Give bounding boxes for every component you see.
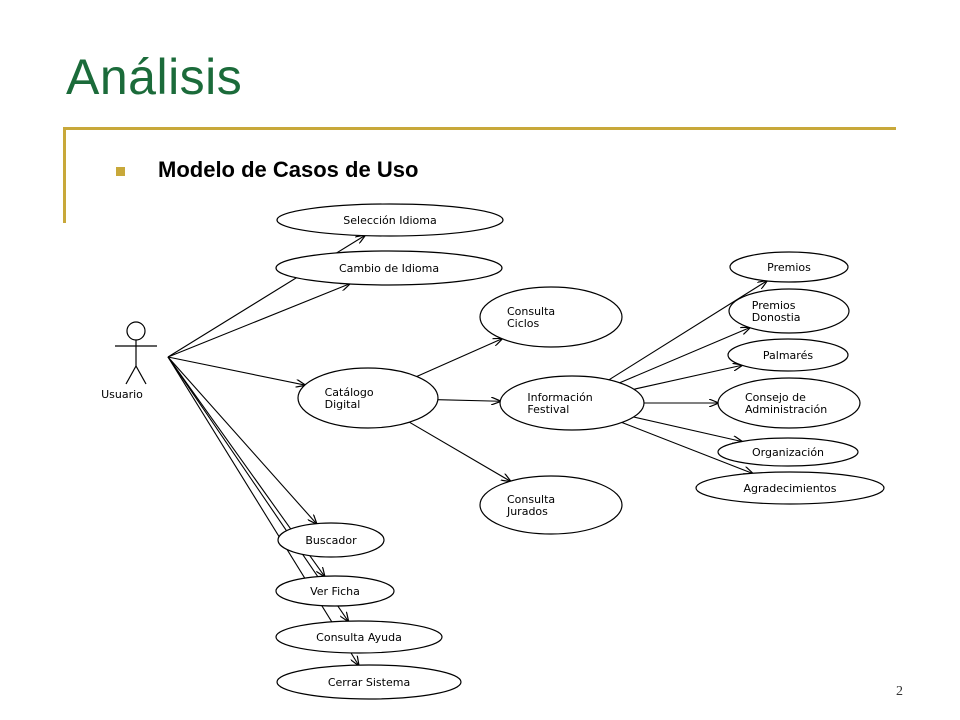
use-case-label: Jurados xyxy=(506,505,548,518)
use-case-ellipse xyxy=(695,471,885,505)
use-case-agradecimientos: Agradecimientos xyxy=(695,471,885,505)
association-actor-to-cambio-idioma xyxy=(167,284,349,358)
use-case-organizacion: Organización xyxy=(717,437,859,467)
association-informacion-festival-to-premios-donostia xyxy=(619,328,750,384)
use-case-palmares: Palmarés xyxy=(727,338,849,372)
slide-title: Análisis xyxy=(66,49,243,105)
use-case-label: Premios xyxy=(767,261,811,274)
association-catalogo-digital-to-informacion-festival xyxy=(437,400,500,402)
use-case-label: Información xyxy=(527,391,592,404)
association-informacion-festival-to-agradecimientos xyxy=(621,421,752,473)
title-rule xyxy=(63,127,896,130)
use-case-ellipse xyxy=(479,286,623,348)
association-actor-to-buscador xyxy=(167,356,316,524)
use-case-label: Selección Idioma xyxy=(343,214,436,227)
use-case-ellipse xyxy=(479,475,623,535)
use-case-label: Ciclos xyxy=(507,317,540,330)
use-case-ellipse xyxy=(728,288,850,334)
actor-head xyxy=(126,321,146,341)
use-case-ellipse xyxy=(277,522,385,558)
use-case-label: Agradecimientos xyxy=(744,482,837,495)
bullet-marker xyxy=(116,167,125,176)
use-case-label: Premios xyxy=(752,299,796,312)
use-case-consulta-ayuda: Consulta Ayuda xyxy=(275,620,443,654)
actor-usuario: Usuario xyxy=(101,321,157,401)
use-case-label: Consulta xyxy=(507,493,555,506)
association-catalogo-digital-to-consulta-jurados xyxy=(409,421,510,481)
use-case-label: Digital xyxy=(325,398,361,411)
use-case-label: Consulta Ayuda xyxy=(316,631,402,644)
title-rule-left xyxy=(63,127,66,223)
use-case-ellipse xyxy=(276,203,504,237)
use-case-label: Organización xyxy=(752,446,824,459)
association-informacion-festival-to-organizacion xyxy=(633,416,742,442)
use-case-ellipse xyxy=(275,620,443,654)
use-case-ellipse xyxy=(717,377,861,429)
association-actor-to-cerrar-sistema xyxy=(167,356,359,665)
use-case-label: Donostia xyxy=(752,311,801,324)
use-case-ellipse xyxy=(727,338,849,372)
use-case-label: Buscador xyxy=(305,534,357,547)
use-case-buscador: Buscador xyxy=(277,522,385,558)
use-case-label: Cerrar Sistema xyxy=(328,676,410,689)
slide-subtitle: Modelo de Casos de Uso xyxy=(158,157,419,182)
use-case-ellipse xyxy=(276,664,462,700)
use-case-label: Catálogo xyxy=(325,386,374,399)
use-case-label: Cambio de Idioma xyxy=(339,262,439,275)
use-case-label: Administración xyxy=(745,403,827,416)
use-case-ellipse xyxy=(275,250,503,286)
use-case-cambio-idioma: Cambio de Idioma xyxy=(275,250,503,286)
use-case-ver-ficha: Ver Ficha xyxy=(275,575,395,607)
association-informacion-festival-to-palmares xyxy=(633,365,742,390)
use-case-seleccion-idioma: Selección Idioma xyxy=(276,203,504,237)
use-case-ellipse xyxy=(729,251,849,283)
use-case-ellipse xyxy=(275,575,395,607)
use-case-cerrar-sistema: Cerrar Sistema xyxy=(276,664,462,700)
use-case-ellipse xyxy=(499,375,645,431)
actor-leg-left xyxy=(125,365,137,385)
association-edges xyxy=(167,236,767,666)
association-actor-to-catalogo-digital xyxy=(167,356,305,385)
association-catalogo-digital-to-consulta-ciclos xyxy=(416,339,502,377)
use-case-label: Festival xyxy=(527,403,569,416)
use-case-premios: Premios xyxy=(729,251,849,283)
actor-label: Usuario xyxy=(101,388,143,401)
page-number: 2 xyxy=(896,684,903,699)
use-case-label: Palmarés xyxy=(763,349,813,362)
use-case-ellipse xyxy=(297,367,439,429)
use-case-ellipse xyxy=(717,437,859,467)
use-case-label: Ver Ficha xyxy=(310,585,360,598)
use-case-label: Consejo de xyxy=(745,391,806,404)
use-case-label: Consulta xyxy=(507,305,555,318)
actor-leg-right xyxy=(135,365,147,385)
